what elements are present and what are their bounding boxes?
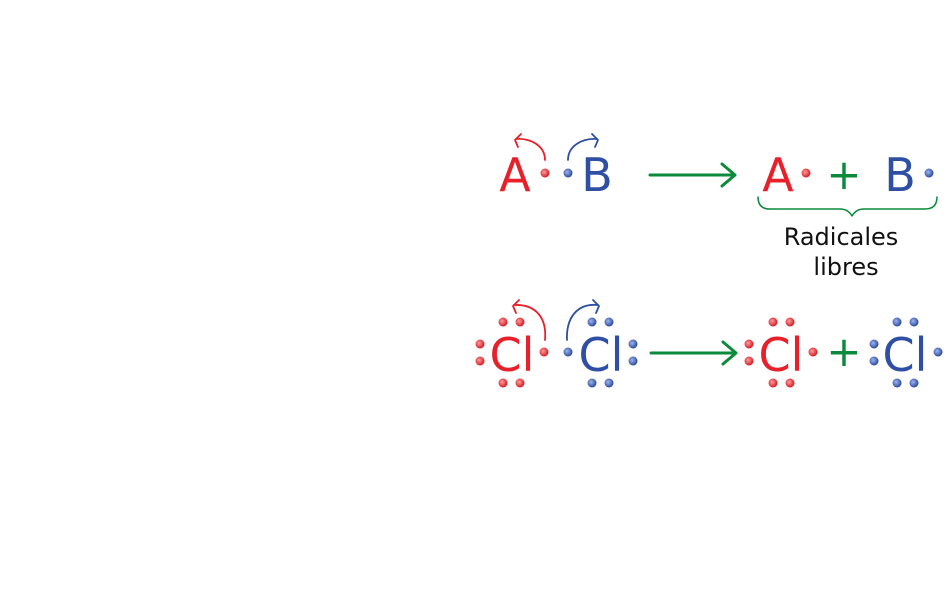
lone-pairs-reactant-1 [475, 317, 549, 388]
plus-sign: + [826, 327, 861, 376]
long-right-arrow-icon [649, 340, 738, 366]
reaction-general: A B A + B Radicales libres [499, 133, 938, 281]
brace-label-line2: libres [813, 253, 878, 281]
product-b-symbol: B [884, 148, 916, 202]
curved-arrow-icon [567, 133, 599, 161]
curved-arrow-icon [512, 299, 547, 341]
lone-pairs-reactant-2 [563, 317, 638, 388]
long-right-arrow-icon [648, 162, 737, 188]
reaction-chlorine: Cl Cl Cl [475, 299, 943, 388]
reactant-cl-2-symbol: Cl [579, 328, 624, 382]
electron-dot [563, 168, 573, 178]
brace-label-line1: Radicales [784, 223, 899, 251]
plus-sign: + [826, 150, 861, 199]
electron-dot [801, 168, 811, 178]
curved-arrow-icon [566, 299, 600, 341]
reactant-b-symbol: B [581, 148, 613, 202]
lone-pairs-product-1 [744, 317, 818, 388]
curved-arrow-icon [514, 133, 546, 161]
reactant-cl-1-symbol: Cl [490, 328, 535, 382]
electron-dot [924, 168, 934, 178]
product-cl-1-symbol: Cl [759, 328, 804, 382]
product-a-symbol: A [762, 148, 794, 202]
brace-icon [757, 196, 938, 217]
product-cl-2-symbol: Cl [883, 328, 928, 382]
electron-dot [540, 168, 550, 178]
reactant-a-symbol: A [499, 148, 531, 202]
lone-pairs-product-2 [869, 317, 943, 388]
